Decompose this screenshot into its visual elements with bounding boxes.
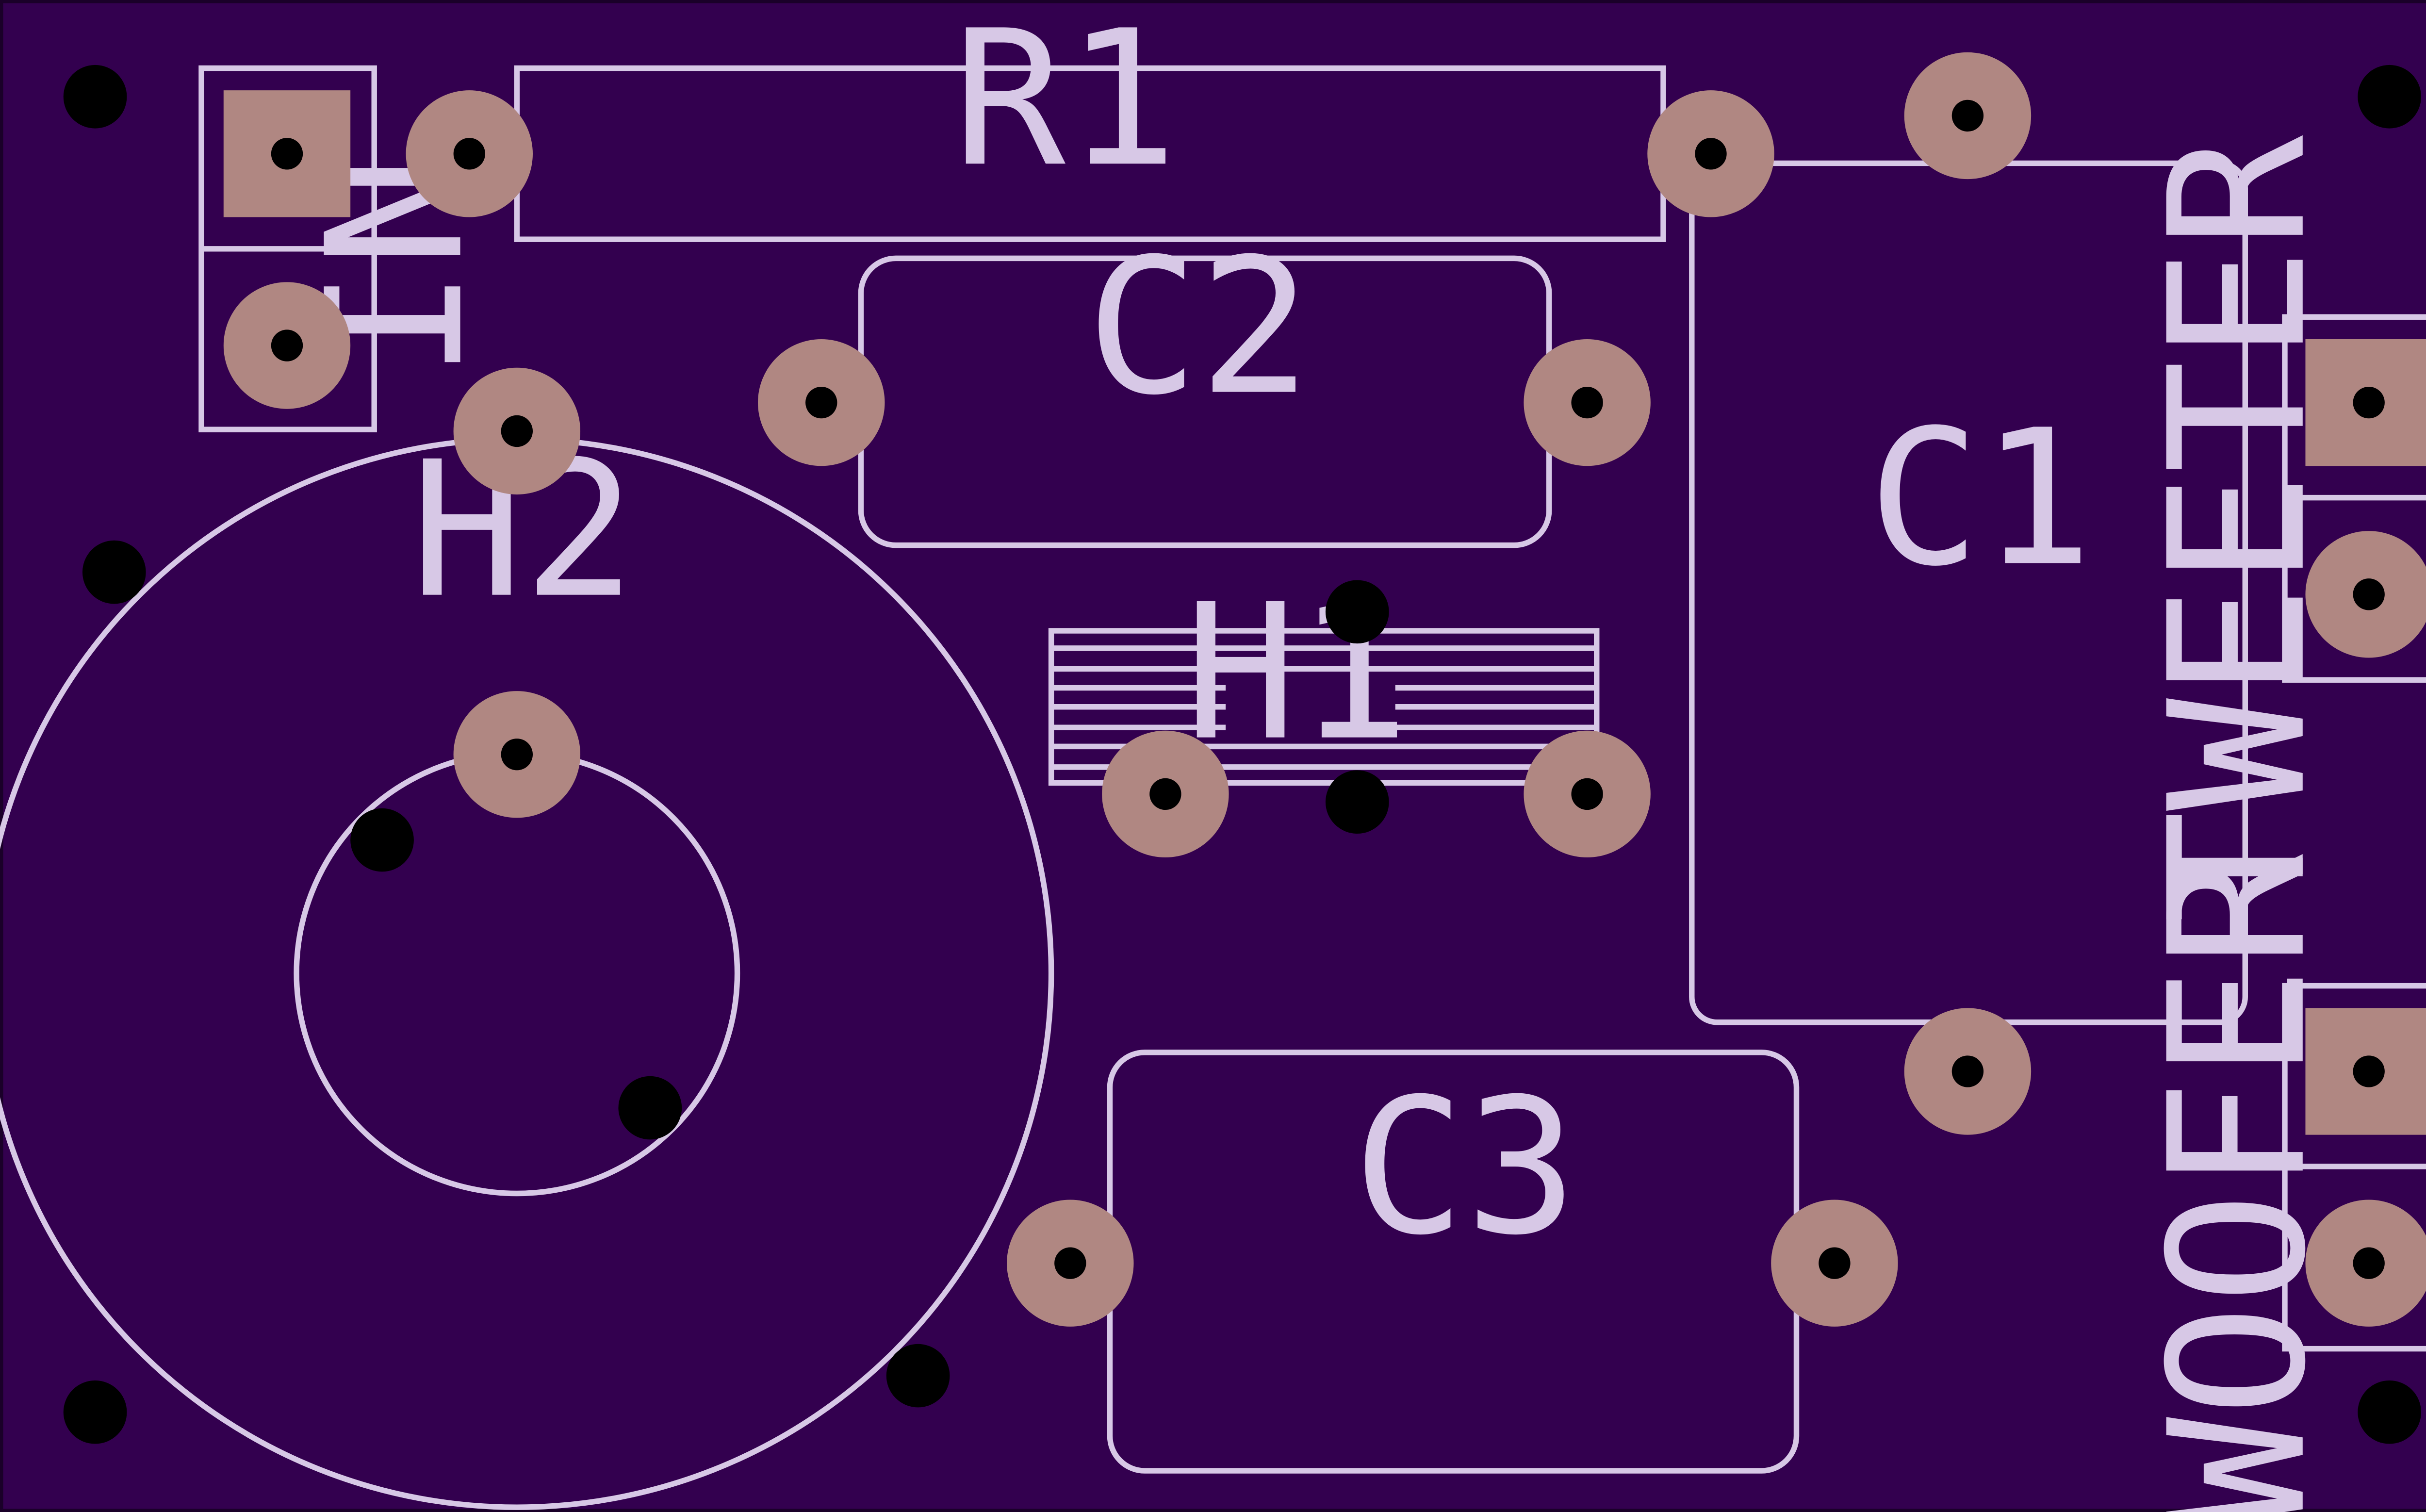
round-pad-icon xyxy=(1904,52,2032,180)
tweeter-label: TWEETER xyxy=(2129,134,2347,923)
mounting-hole-icon xyxy=(2358,1380,2422,1444)
woofer-label: WOOFER xyxy=(2129,853,2347,1512)
round-pad-icon xyxy=(453,691,581,818)
round-pad-icon xyxy=(2305,531,2426,658)
c1-label: C1 xyxy=(1868,389,2093,607)
round-pad-icon xyxy=(1647,90,1774,217)
r1-label: R1 xyxy=(953,0,1178,208)
mounting-hole-icon xyxy=(350,808,414,872)
mounting-hole-icon xyxy=(63,1380,127,1444)
c2-label: C2 xyxy=(1086,218,1311,436)
round-pad-icon xyxy=(1771,1200,1898,1327)
round-pad-icon xyxy=(1524,730,1651,858)
round-pad-icon xyxy=(758,339,885,466)
round-pad-icon xyxy=(1904,1008,2032,1135)
mounting-hole-icon xyxy=(82,540,146,604)
mounting-hole-icon xyxy=(1325,580,1389,644)
square-pad-icon xyxy=(223,90,351,217)
square-pad-icon xyxy=(2305,339,2426,466)
c3-label: C3 xyxy=(1352,1058,1577,1276)
tweeter-connector-outline xyxy=(2282,314,2426,683)
copper-pads xyxy=(223,52,2426,1327)
mounting-hole-icon xyxy=(63,65,127,129)
mounting-hole-icon xyxy=(2358,65,2422,129)
round-pad-icon xyxy=(453,367,581,495)
round-pad-icon xyxy=(406,90,533,217)
round-pad-icon xyxy=(1007,1200,1134,1327)
round-pad-icon xyxy=(2305,1200,2426,1327)
round-pad-icon xyxy=(1524,339,1651,466)
round-pad-icon xyxy=(223,282,351,409)
mounting-holes xyxy=(63,65,2422,1444)
round-pad-icon xyxy=(1102,730,1229,858)
mounting-hole-icon xyxy=(618,1076,682,1140)
woofer-connector-outline xyxy=(2282,983,2426,1352)
h1-outline xyxy=(1048,628,1600,786)
square-pad-icon xyxy=(2305,1008,2426,1135)
mounting-hole-icon xyxy=(1325,770,1389,834)
mounting-hole-icon xyxy=(886,1344,950,1408)
